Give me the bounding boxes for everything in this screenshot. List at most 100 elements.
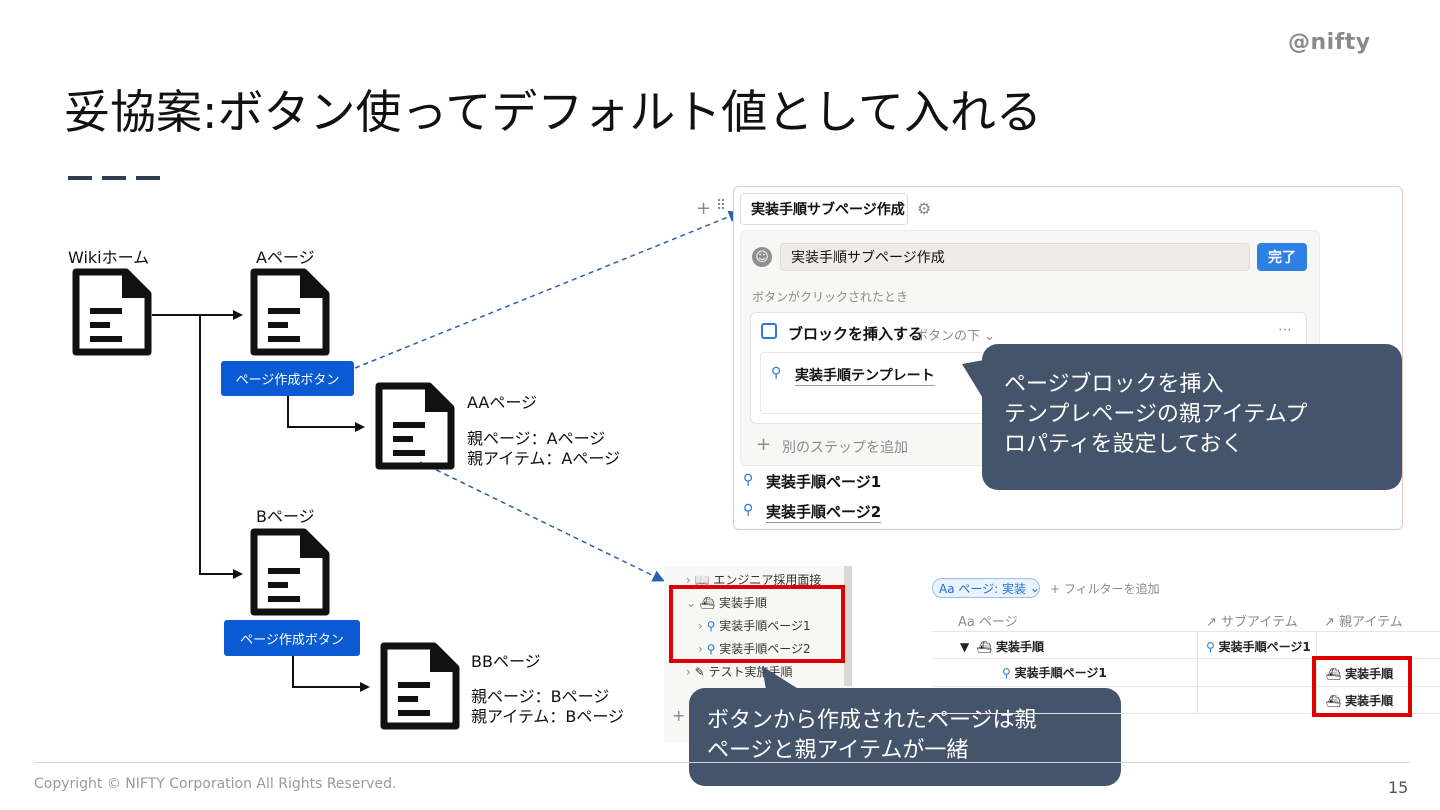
highlight-box [669, 585, 845, 663]
step-position-label: ボタンの下 [915, 329, 981, 344]
connector [199, 573, 235, 575]
aa-parent-page: 親ページ：Aページ [467, 429, 606, 448]
connector [292, 686, 362, 688]
chevron-down-icon: ⌄ [686, 596, 697, 610]
ship-icon: ⛴ [1326, 694, 1342, 708]
template-block [760, 352, 990, 414]
document-icon [250, 268, 330, 356]
sidebar-item-label: 実装手順ページ1 [719, 619, 811, 633]
chevron-down-icon: ⌄ [1029, 581, 1040, 595]
cell-parent-label: 実装手順 [1345, 667, 1394, 681]
arrow-head [355, 422, 365, 432]
memo-icon: ✎ [694, 665, 705, 679]
chevron-right-icon: › [686, 665, 691, 679]
chevron-right-icon: › [698, 642, 703, 656]
page-link-2[interactable]: 実装手順ページ2 [766, 503, 882, 523]
connector [152, 314, 200, 316]
plus-icon: + [756, 434, 772, 455]
step-position-select[interactable]: ボタンの下 ⌄ [915, 325, 995, 344]
column-header-parent[interactable]: ↗ 親アイテム [1324, 615, 1403, 630]
ship-icon: ⛴ [699, 596, 716, 610]
footer-divider [34, 762, 1410, 763]
add-page-icon[interactable]: + [672, 706, 686, 725]
filter-pill[interactable]: Aa ページ: 実装 ⌄ [932, 578, 1040, 598]
chevron-right-icon: › [686, 573, 691, 587]
column-header-page[interactable]: Aa ページ [958, 615, 1018, 630]
cell-parent[interactable]: ⛴ 実装手順 [1326, 665, 1393, 682]
bb-parent-item: 親アイテム：Bページ [471, 707, 625, 726]
row-divider [932, 631, 1440, 632]
done-button[interactable]: 完了 [1257, 243, 1307, 271]
document-icon [250, 528, 330, 616]
callout-tail [762, 666, 800, 690]
title-underline [68, 176, 160, 180]
column-divider [1316, 632, 1317, 714]
emoji-icon[interactable]: ☺ [752, 247, 772, 267]
sidebar-item[interactable]: › ⚲ 実装手順ページ1 [698, 617, 811, 634]
trigger-label: ボタンがクリックされたとき [752, 290, 909, 304]
drag-handle-icon[interactable]: ⠿ [716, 198, 727, 214]
add-filter-button[interactable]: + フィルターを追加 [1050, 582, 1160, 596]
button-name-input[interactable]: 実装手順サブページ作成 [780, 243, 1250, 271]
chevron-down-icon: ⌄ [984, 329, 996, 344]
column-divider [1197, 632, 1198, 714]
callout-tail [962, 360, 984, 400]
page-link-1[interactable]: 実装手順ページ1 [766, 473, 882, 491]
column-header-subitem[interactable]: ↗ サブアイテム [1206, 615, 1298, 630]
page-link-icon: ⚲ [743, 472, 754, 488]
ship-icon: ⛴ [976, 640, 993, 654]
callout-bottom-line2: ページと親アイテムが一緒 [707, 738, 969, 763]
cell-page: 実装手順ページ1 [1014, 666, 1107, 680]
cell-parent-label: 実装手順 [1345, 694, 1394, 708]
callout-bottom: ボタンから作成されたページは親 ページと親アイテムが一緒 [689, 688, 1121, 786]
sidebar-item[interactable]: › ⚲ 実装手順ページ2 [698, 640, 811, 657]
sidebar-item-label: 実装手順 [718, 596, 767, 610]
table-row[interactable]: ▼ ⛴ 実装手順 [960, 638, 1044, 655]
callout-top-line3: ロパティを設定しておく [1004, 432, 1244, 457]
button-name-tab[interactable]: 実装手順サブページ作成 [740, 193, 908, 225]
add-block-icon[interactable]: + [696, 198, 712, 219]
nifty-logo: @nifty [1288, 30, 1371, 55]
page-link-icon: ⚲ [706, 642, 716, 656]
aa-page-label: AAページ [467, 393, 538, 412]
callout-top-line2: テンプレページの親アイテムプ [1004, 402, 1308, 427]
copyright: Copyright © NIFTY Corporation All Rights… [34, 776, 397, 792]
page-number: 15 [1388, 778, 1409, 797]
gear-icon[interactable]: ⚙ [917, 199, 932, 218]
page-link-icon: ⚲ [743, 502, 754, 518]
page-link-icon: ⚲ [1002, 666, 1011, 680]
arrow-head [360, 682, 370, 692]
template-name[interactable]: 実装手順テンプレート [795, 365, 935, 386]
row-divider [932, 686, 1440, 687]
callout-top: ページブロックを挿入 テンプレページの親アイテムプ ロパティを設定しておく [982, 344, 1402, 490]
arrow-head [233, 310, 243, 320]
page-link-icon: ⚲ [1206, 640, 1215, 654]
create-page-button-a[interactable]: ページ作成ボタン [221, 361, 354, 396]
connector [199, 314, 201, 575]
sidebar-item[interactable]: ⌄ ⛴ 実装手順 [686, 594, 767, 611]
document-icon [380, 642, 460, 730]
book-icon: 📖 [694, 573, 710, 587]
cell-parent[interactable]: ⛴ 実装手順 [1326, 692, 1393, 709]
chevron-right-icon: › [698, 619, 703, 633]
connector [199, 314, 235, 316]
document-icon [72, 268, 152, 356]
sidebar-item[interactable]: › 📖 エンジニア採用面接 [686, 571, 821, 588]
table-row[interactable]: ⚲ 実装手順ページ1 [1002, 664, 1107, 681]
cell-subitem[interactable]: ⚲ 実装手順ページ1 [1206, 638, 1311, 655]
page-link-icon: ⚲ [771, 365, 782, 381]
sidebar-scrollbar[interactable] [844, 566, 852, 686]
row-divider [932, 658, 1440, 659]
triangle-down-icon: ▼ [960, 640, 970, 654]
connector [287, 396, 289, 428]
sidebar-item-label: 実装手順ページ2 [719, 642, 811, 656]
add-step-link[interactable]: 別のステップを追加 [782, 440, 908, 456]
copy-icon [761, 323, 777, 339]
sidebar-item-label: エンジニア採用面接 [713, 573, 822, 587]
callout-bottom-line1: ボタンから作成されたページは親 [707, 708, 1037, 733]
ship-icon: ⛴ [1326, 667, 1342, 681]
connector [287, 426, 357, 428]
create-page-button-b[interactable]: ページ作成ボタン [224, 620, 360, 656]
callout-top-line1: ページブロックを挿入 [1004, 372, 1224, 397]
more-options-icon[interactable]: ⋯ [1278, 322, 1292, 338]
